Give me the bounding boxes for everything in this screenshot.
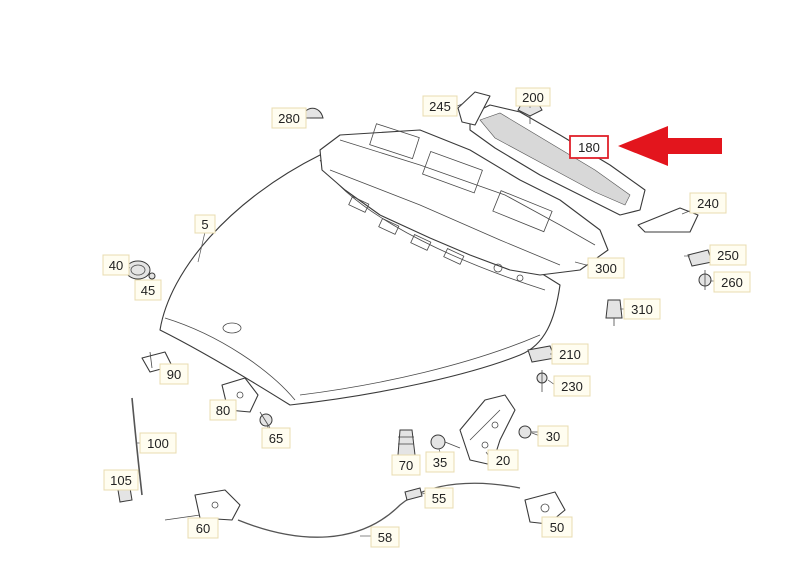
- callout-105: 105: [103, 469, 139, 491]
- cable-guide-55: [404, 487, 423, 501]
- callout-label: 20: [496, 453, 510, 468]
- callout-100: 100: [139, 432, 177, 454]
- release-lever-60: [164, 489, 241, 521]
- callout-label: 245: [429, 99, 451, 114]
- callout-280: 280: [271, 107, 307, 129]
- callout-55: 55: [424, 487, 454, 509]
- clip-45: [148, 272, 156, 280]
- callout-label: 45: [141, 283, 155, 298]
- callout-245: 245: [422, 95, 458, 117]
- callout-90: 90: [159, 363, 189, 385]
- callout-40: 40: [102, 254, 130, 276]
- callout-30: 30: [537, 425, 569, 447]
- callout-45: 45: [134, 279, 162, 301]
- callout-5: 5: [194, 214, 216, 234]
- callout-240: 240: [689, 192, 727, 214]
- bolt-30: [518, 425, 540, 439]
- prop-rod-100: [131, 397, 143, 496]
- callout-label: 40: [109, 258, 123, 273]
- cowl-grille-180: [469, 104, 646, 216]
- buffer-70: [397, 429, 416, 456]
- callout-label: 50: [550, 520, 564, 535]
- callout-label: 58: [378, 530, 392, 545]
- clip-250: [687, 249, 713, 267]
- callout-label: 35: [433, 455, 447, 470]
- callout-label: 90: [167, 367, 181, 382]
- callout-65: 65: [261, 427, 291, 449]
- callout-label: 5: [201, 217, 208, 232]
- callout-80: 80: [209, 399, 237, 421]
- callout-label: 210: [559, 347, 581, 362]
- callout-250: 250: [709, 244, 747, 266]
- hinge-20: [459, 394, 516, 466]
- callout-260: 260: [713, 271, 751, 293]
- bolt-35: [430, 434, 461, 450]
- callout-label: 300: [595, 261, 617, 276]
- callout-200: 200: [515, 87, 551, 107]
- callout-210: 210: [551, 343, 589, 365]
- callout-label: 65: [269, 431, 283, 446]
- bolt-65: [259, 411, 273, 429]
- callout-70: 70: [391, 454, 421, 476]
- red-arrow-indicator: [618, 126, 722, 166]
- callout-label: 280: [278, 111, 300, 126]
- hood-panel: [159, 154, 561, 406]
- callout-35: 35: [425, 451, 455, 473]
- callout-label: 70: [399, 458, 413, 473]
- screw-310: [605, 299, 623, 326]
- callout-label: 250: [717, 248, 739, 263]
- callout-label: 80: [216, 403, 230, 418]
- screw-260: [698, 270, 712, 290]
- callout-label: 180: [578, 140, 600, 155]
- callout-58: 58: [370, 526, 400, 548]
- screw-230: [536, 370, 548, 392]
- callout-300: 300: [587, 257, 625, 279]
- hood-inner-frame: [319, 123, 609, 282]
- callout-180-highlighted: 180: [569, 135, 609, 159]
- callout-label: 310: [631, 302, 653, 317]
- callout-230: 230: [553, 375, 591, 397]
- callout-60: 60: [187, 517, 219, 539]
- callout-20: 20: [487, 449, 519, 471]
- emblem-40: [125, 260, 151, 280]
- callout-label: 100: [147, 436, 169, 451]
- callout-label: 260: [721, 275, 743, 290]
- release-cable-58: [237, 482, 521, 538]
- callout-label: 55: [432, 491, 446, 506]
- trim-strip-245: [457, 91, 491, 126]
- callout-label: 30: [546, 429, 560, 444]
- callout-label: 200: [522, 90, 544, 105]
- callout-label: 240: [697, 196, 719, 211]
- callout-label: 60: [196, 521, 210, 536]
- callout-label: 230: [561, 379, 583, 394]
- callout-50: 50: [541, 516, 573, 538]
- trim-strip-240: [637, 207, 699, 233]
- callout-label: 105: [110, 473, 132, 488]
- callout-310: 310: [623, 298, 661, 320]
